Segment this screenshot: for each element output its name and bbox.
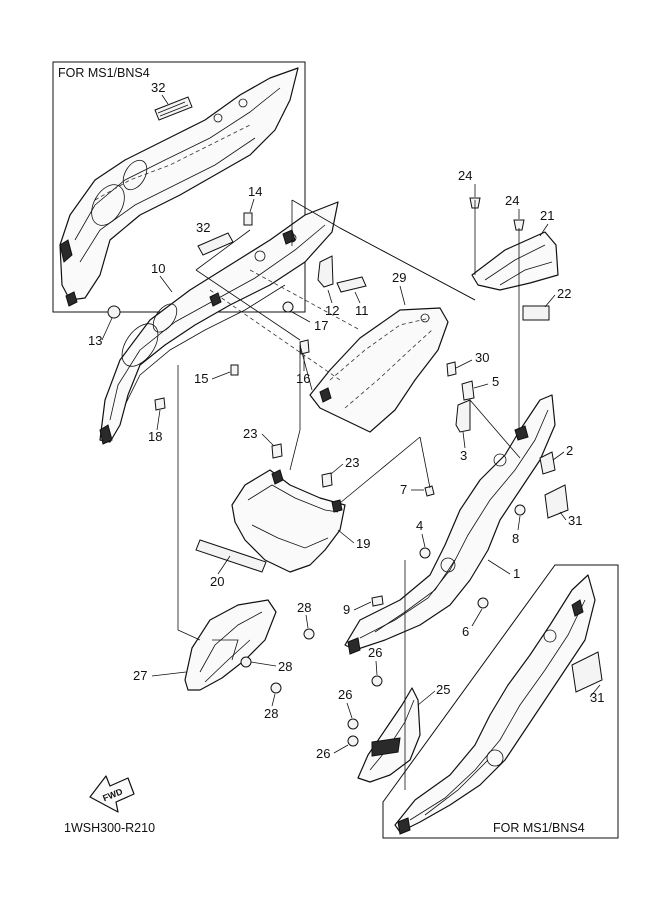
fwd-arrow-icon: FWD [89,775,135,813]
inset-frame-top: FOR MS1/BNS4 [52,61,306,313]
callout-26c: 26 [316,746,330,761]
part-12 [317,255,334,288]
callout-32: 32 [196,220,210,235]
side-cover-10 [99,201,339,445]
inset-frame-bottom: FOR MS1/BNS4 [382,564,619,839]
callout-25: 25 [436,682,450,697]
callout-30: 30 [475,350,489,365]
callout-1: 1 [513,566,520,581]
fastener-8 [514,504,526,516]
washer-28c [270,682,282,694]
part-25 [357,687,421,783]
part-3 [455,399,471,433]
fastener-4 [419,547,431,559]
callout-23a: 23 [243,426,257,441]
callout-3: 3 [460,448,467,463]
part-11 [336,276,367,293]
sticker-32-inset [154,96,193,121]
part-2 [539,451,556,475]
inset-frame-bottom-title: FOR MS1/BNS4 [493,821,585,835]
fastener-30 [446,361,457,377]
callout-10: 10 [151,261,165,276]
part-19 [231,469,346,573]
part-20 [195,539,267,573]
guide-lines [177,199,521,790]
callout-12: 12 [325,303,339,318]
washer-26c [347,735,359,747]
callout-28c: 28 [264,706,278,721]
part-1 [344,394,556,655]
callout-21: 21 [540,208,554,223]
sticker-31-inset [571,651,603,693]
callout-26a: 26 [368,645,382,660]
fasteners-left [107,212,310,411]
callout-22: 22 [557,286,571,301]
drawing-code: 1WSH300-R210 [64,821,155,835]
sticker-32-main [197,232,234,256]
callout-2: 2 [566,443,573,458]
bolt-23a [271,443,283,459]
fastener-5 [461,380,475,401]
callout-19: 19 [356,536,370,551]
washer-26a [371,675,383,687]
callout-29: 29 [392,270,406,285]
fastener-6 [477,597,489,609]
callout-20: 20 [210,574,224,589]
callouts: 32 14 32 10 13 15 18 16 17 12 11 29 30 5… [88,80,604,761]
inset-frame-top-title: FOR MS1/BNS4 [58,66,150,80]
washer-26b [347,718,359,730]
callout-32-inset: 32 [151,80,165,95]
callout-8: 8 [512,531,519,546]
callout-31-inset: 31 [590,690,604,705]
callout-11: 11 [355,303,369,318]
callout-7: 7 [400,482,407,497]
callout-13: 13 [88,333,102,348]
callout-5: 5 [492,374,499,389]
part-22 [522,305,550,321]
callout-18: 18 [148,429,162,444]
washer-28b [240,656,252,668]
callout-23b: 23 [345,455,359,470]
callout-16: 16 [296,371,310,386]
bolt-24b [513,219,525,231]
part-21 [471,231,559,291]
callout-17: 17 [314,318,328,333]
callout-28a: 28 [297,600,311,615]
callout-9: 9 [343,602,350,617]
sticker-31-main [544,484,569,519]
callout-6: 6 [462,624,469,639]
part-29 [309,307,449,433]
washer-28a [303,628,315,640]
fastener-9 [371,595,384,607]
callout-24a: 24 [458,168,472,183]
bolt-23b [321,472,333,488]
part-27 [184,599,277,691]
callout-26b: 26 [338,687,352,702]
callout-24b: 24 [505,193,519,208]
callout-31: 31 [568,513,582,528]
callout-28b: 28 [278,659,292,674]
callout-27: 27 [133,668,147,683]
callout-14: 14 [248,184,262,199]
callout-15: 15 [194,371,208,386]
callout-4: 4 [416,518,423,533]
